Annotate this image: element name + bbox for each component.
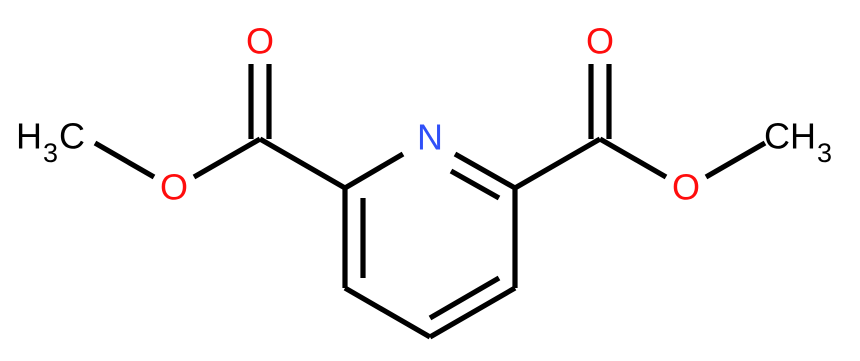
- methyl-right-ch: CH: [764, 116, 816, 157]
- ester-oxygen-right-label: O: [672, 167, 700, 208]
- methyl-right-subscript: 3: [817, 138, 832, 168]
- methyl-left-subscript: 3: [43, 138, 58, 168]
- ring-nitrogen-label: N: [417, 117, 443, 158]
- bond-ester-oxygen-methyl-right: [704, 140, 767, 180]
- ring-bond-c4-c5: [343, 285, 432, 340]
- ring-bond-n-c2-inner: [449, 168, 501, 201]
- methyl-left-c: C: [59, 116, 85, 157]
- bond-ester-oxygen-methyl-left: [93, 140, 156, 180]
- ring-bond-n-c2: [453, 151, 517, 191]
- methyl-right-label: CH 3: [764, 116, 832, 169]
- methyl-left-h: H: [16, 116, 42, 157]
- carbonyl-oxygen-left-label: O: [246, 21, 274, 62]
- ring-bond-c3-c4: [428, 285, 517, 340]
- methyl-left-label: H 3 C: [16, 116, 85, 169]
- bond-c6-carbonyl-left: [258, 136, 347, 191]
- carbonyl-oxygen-right-label: O: [586, 21, 614, 62]
- bond-carbonyl-ester-oxygen-right: [598, 136, 668, 180]
- ester-oxygen-left-label: O: [160, 167, 188, 208]
- ring-bond-c6-n: [343, 151, 405, 191]
- bond-carbonyl-ester-oxygen-left: [192, 136, 262, 180]
- bond-c2-carbonyl-right: [513, 136, 602, 191]
- ring-bond-c3-c4-inner: [428, 275, 501, 321]
